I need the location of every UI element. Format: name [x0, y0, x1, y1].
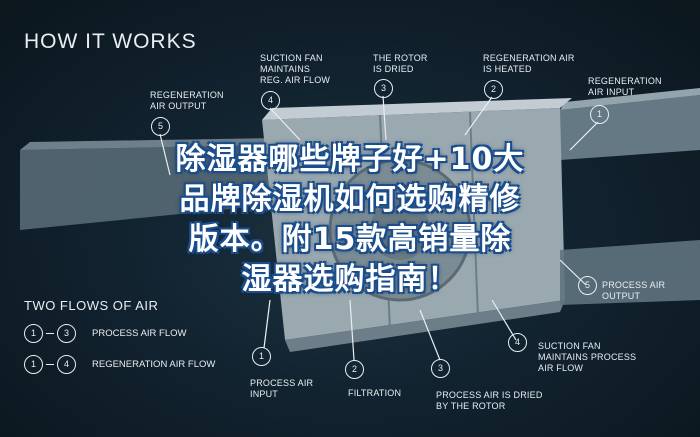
legend-badge-from: 1 — [24, 324, 43, 343]
step-badge-2-top: 2 — [484, 80, 503, 99]
legend-title: TWO FLOWS OF AIR — [24, 298, 159, 313]
legend-dash — [46, 364, 54, 365]
filtration-label: FILTRATION — [348, 388, 402, 398]
page-title: HOW IT WORKS — [24, 30, 197, 53]
legend-badge-to: 4 — [57, 355, 76, 374]
overlay-headline-line-4: 湿器选购指南！ — [241, 262, 459, 297]
legend-badge-to: 3 — [57, 324, 76, 343]
step-badge-1-bottom: 1 — [252, 347, 271, 366]
step-badge-4-bottom: 4 — [508, 333, 527, 352]
legend-dash — [46, 333, 54, 334]
step-badge-3-bottom: 3 — [431, 359, 450, 378]
legend-label: REGENERATION AIR FLOW — [92, 359, 216, 370]
step-badge-5-bottom: 5 — [578, 276, 597, 295]
step-badge-2-bottom: 2 — [345, 360, 364, 379]
overlay-headline-line-2: 品牌除湿机如何选购精修 — [179, 182, 521, 217]
legend-badge-from: 1 — [24, 355, 43, 374]
step-badge-4-top: 4 — [261, 91, 280, 110]
legend-label: PROCESS AIR FLOW — [92, 328, 187, 339]
overlay-headline-line-1: 除湿器哪些牌子好+10大 — [175, 142, 525, 177]
step-badge-5-top: 5 — [151, 117, 170, 136]
overlay-headline-line-3: 版本。附15款高销量除 — [188, 222, 512, 257]
step-badge-1-top: 1 — [590, 105, 609, 124]
step-badge-3-top: 3 — [374, 79, 393, 98]
